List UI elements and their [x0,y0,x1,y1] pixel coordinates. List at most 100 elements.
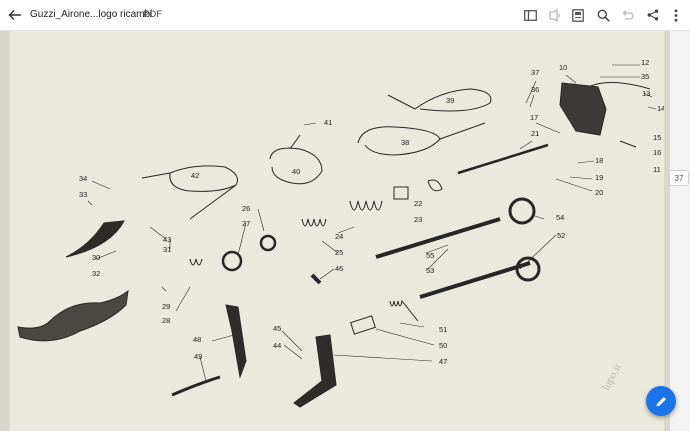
part-label: 19 [595,173,603,182]
spring-24 [349,200,383,211]
cup-23 [427,179,443,192]
part-label: 23 [414,215,422,224]
edit-fab-button[interactable] [646,386,676,416]
cable-40 [269,134,323,185]
lever-48 [225,304,247,379]
part-label: 43 [163,235,171,244]
bushing-22 [393,186,409,200]
part-label: 35 [641,72,649,81]
part-label: 14 [657,104,664,113]
part-label: 39 [446,96,454,105]
spring-25 [301,218,327,227]
part-label: 27 [242,219,250,228]
part-label: 25 [335,248,343,257]
part-label: 12 [641,58,649,67]
part-label: 30 [92,253,100,262]
exploded-parts-diagram: 12 35 10 37 36 13 14 39 15 16 11 17 41 2… [17,58,664,408]
gear-26 [259,234,277,252]
undo-icon [622,10,634,20]
bookmark-button[interactable] [570,7,586,23]
share-icon [647,9,659,21]
part-label: 18 [595,156,603,165]
sidebar-button[interactable] [522,7,538,23]
back-button[interactable] [6,6,24,24]
part-label: 53 [426,266,434,275]
part-label: 36 [531,85,539,94]
pdf-page: 12 35 10 37 36 13 14 39 15 16 11 17 41 2… [0,31,670,431]
page-edge [664,31,670,431]
cable-42 [141,165,239,220]
bushing-50 [350,315,376,335]
gear-27 [221,250,243,272]
search-icon [597,9,610,22]
share-button[interactable] [645,7,661,23]
lever-12 [587,81,651,90]
part-label: 45 [273,324,281,333]
part-label: 11 [653,165,661,174]
part-label: 31 [163,245,171,254]
part-label: 24 [335,232,343,241]
arm-49 [171,375,221,397]
part-label: 32 [92,269,100,278]
app-toolbar: Guzzi_Airone...logo ricambi PDF [0,0,690,31]
read-aloud-icon [548,8,560,22]
part-label: 38 [401,138,409,147]
part-label: 20 [595,188,603,197]
part-label: 51 [439,325,447,334]
part-label: 46 [335,264,343,273]
part-label: 41 [324,118,332,127]
shaft-21 [457,143,549,175]
gear-52 [515,256,541,282]
part-label: 10 [559,63,567,72]
part-label: 26 [242,204,250,213]
part-label: 54 [556,213,564,222]
gear-54 [508,197,536,225]
more-vert-icon [674,8,678,22]
part-label: 21 [531,129,539,138]
shaft-52 [419,261,531,299]
part-label: 50 [439,341,447,350]
housing-10 [559,82,607,136]
lever-47 [293,334,337,408]
back-arrow-icon [8,10,21,20]
scrollbar-track[interactable] [670,31,690,431]
part-label: 22 [414,199,422,208]
document-viewer[interactable]: 12 35 10 37 36 13 14 39 15 16 11 17 41 2… [0,31,690,431]
part-label: 42 [191,171,199,180]
lever-30 [65,220,125,258]
part-label: 17 [530,113,538,122]
more-options-button[interactable] [668,7,684,23]
page-margin-strip [0,31,10,431]
document-type-label: PDF [143,9,162,20]
page-number-badge[interactable]: 37 [669,170,689,186]
part-label: 33 [79,190,87,199]
bookmark-icon [572,8,584,22]
part-label: 47 [439,357,447,366]
part-label: 28 [162,316,170,325]
lever-11 [619,140,637,148]
part-label: 16 [653,148,661,157]
part-label: 44 [273,341,281,350]
part-label: 40 [292,167,300,176]
gear-cluster [17,289,129,342]
pin-46 [310,273,322,285]
cable-39 [387,88,492,112]
part-label: 29 [162,302,170,311]
part-label: 15 [653,133,661,142]
part-label: 37 [531,68,539,77]
part-label: 34 [79,174,87,183]
document-title: Guzzi_Airone...logo ricambi [30,9,153,20]
read-aloud-button[interactable] [546,7,562,23]
part-label: 13 [642,89,650,98]
part-label: 49 [194,352,202,361]
part-label: 55 [426,251,434,260]
shaft-55 [375,217,501,259]
cable-38 [357,122,486,156]
spring-51 [389,299,419,322]
search-button[interactable] [595,7,611,23]
spring-29 [189,258,203,266]
sidebar-icon [523,9,537,21]
part-label: 48 [193,335,201,344]
undo-button[interactable] [619,7,635,23]
pencil-icon [656,396,666,406]
